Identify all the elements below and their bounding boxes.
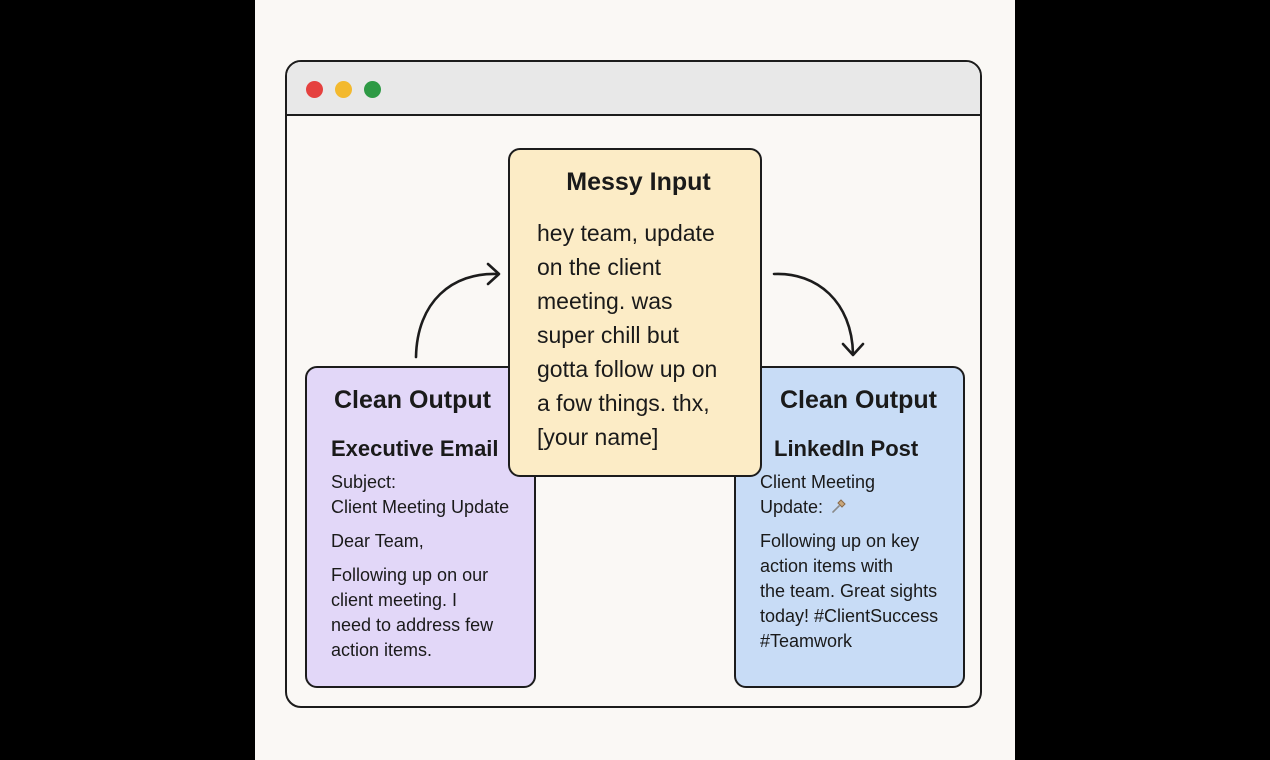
linkedin-headline-text: Update:	[760, 497, 824, 517]
linkedin-body-line: the team. Great sights	[760, 581, 938, 601]
linkedin-post-subtitle: LinkedIn Post	[774, 436, 919, 461]
linkedin-body-line: today! #ClientSuccess	[760, 606, 939, 626]
arrow-to-messy-input	[414, 262, 865, 359]
email-body-line: action items.	[331, 640, 433, 660]
messy-input-line: gotta follow up on	[537, 356, 718, 382]
executive-card-title: Clean Output	[334, 386, 491, 414]
messy-input-line: meeting. was	[537, 288, 673, 314]
messy-input-line: on the client	[537, 254, 662, 280]
messy-input-line: hey team, update	[537, 220, 715, 246]
email-body-line: client meeting. I	[331, 590, 458, 610]
messy-input-line: super chill but	[537, 322, 679, 348]
email-body-line: Following up on our	[331, 565, 489, 585]
messy-input-text: hey team, update on the client meeting. …	[537, 216, 740, 454]
email-greeting: Dear Team,	[331, 531, 424, 551]
linkedin-card-title: Clean Output	[780, 386, 937, 414]
email-subject-label: Subject:	[331, 472, 397, 492]
maximize-window-dot[interactable]	[364, 81, 381, 98]
email-body: Following up on our client meeting. I ne…	[331, 563, 534, 663]
messy-input-line: [your name]	[537, 424, 659, 450]
messy-input-card: Messy Input hey team, update on the clie…	[508, 148, 762, 477]
email-subject-value: Client Meeting Update	[331, 497, 510, 517]
linkedin-body-line: Following up on key	[760, 531, 920, 551]
linkedin-body-line: action items with	[760, 556, 894, 576]
window-titlebar	[287, 62, 980, 116]
close-window-dot[interactable]	[306, 81, 323, 98]
email-body-line: need to address few	[331, 615, 494, 635]
minimize-window-dot[interactable]	[335, 81, 352, 98]
messy-input-line: a fow things. thx,	[537, 390, 710, 416]
canvas: Clean Output Executive Email Subject: Cl…	[255, 0, 1015, 760]
pushpin-icon	[832, 499, 846, 513]
linkedin-headline-line: Client Meeting	[760, 472, 876, 492]
linkedin-body: Following up on key action items with th…	[760, 529, 963, 654]
messy-input-title: Messy Input	[566, 168, 711, 196]
linkedin-post-card: Clean Output LinkedIn Post Client Meetin…	[734, 366, 965, 688]
executive-email-subtitle: Executive Email	[331, 436, 499, 461]
executive-email-card: Clean Output Executive Email Subject: Cl…	[305, 366, 536, 688]
linkedin-headline-line2: Update:	[760, 495, 963, 520]
linkedin-body-line: #Teamwork	[760, 631, 853, 651]
linkedin-headline: Client Meeting Update:	[760, 470, 963, 520]
email-subject: Subject: Client Meeting Update	[331, 470, 534, 520]
